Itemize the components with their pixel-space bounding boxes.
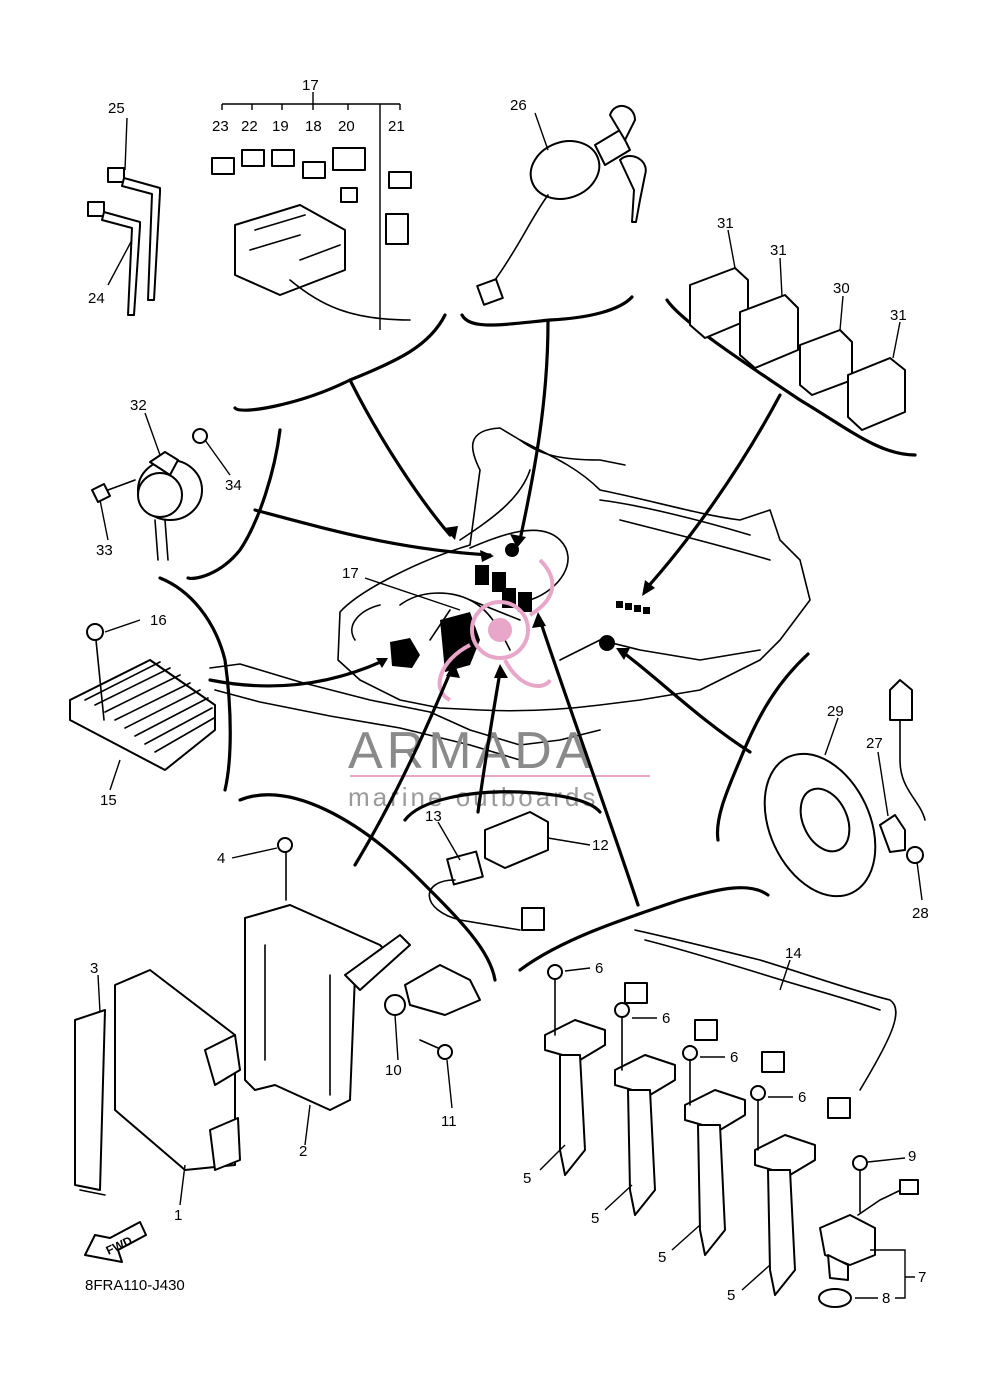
- relays: [689, 229, 906, 431]
- fuse-box-group: [211, 92, 412, 330]
- label-6-c: 6: [730, 1049, 738, 1066]
- label-17-center: 17: [342, 565, 359, 582]
- ecu-group: [74, 837, 481, 1206]
- pickup-rotor-sensor: [763, 679, 926, 901]
- fwd-arrow-icon: FWD: [84, 1221, 147, 1263]
- label-1: 1: [174, 1207, 182, 1224]
- label-4: 4: [217, 850, 225, 867]
- label-16: 16: [150, 612, 167, 629]
- label-22: 22: [241, 118, 258, 135]
- label-29: 29: [827, 703, 844, 720]
- cable-ties: [87, 117, 161, 316]
- label-31-right: 31: [890, 307, 907, 324]
- leader-lines: [208, 320, 782, 907]
- watermark-brand: ARMADA: [348, 722, 594, 780]
- label-6-a: 6: [595, 960, 603, 977]
- label-6-b: 6: [662, 1010, 670, 1027]
- ignition-coils: [539, 929, 897, 1296]
- label-14: 14: [785, 945, 802, 962]
- pressure-sensor: [428, 811, 591, 931]
- label-31-mid: 31: [770, 242, 787, 259]
- label-24: 24: [88, 290, 105, 307]
- label-25: 25: [108, 100, 125, 117]
- label-18: 18: [305, 118, 322, 135]
- label-20: 20: [338, 118, 355, 135]
- label-12: 12: [592, 837, 609, 854]
- label-34: 34: [225, 477, 242, 494]
- label-30: 30: [833, 280, 850, 297]
- label-26: 26: [510, 97, 527, 114]
- watercraft-hull-outline: [209, 427, 811, 761]
- label-21: 21: [388, 118, 405, 135]
- label-32: 32: [130, 397, 147, 414]
- label-7: 7: [918, 1269, 926, 1286]
- crank-sensor: [818, 1155, 919, 1308]
- leader-17-center: [364, 577, 461, 611]
- label-31-left: 31: [717, 215, 734, 232]
- label-6-d: 6: [798, 1089, 806, 1106]
- label-5-d: 5: [727, 1287, 735, 1304]
- buzzer: [91, 412, 231, 561]
- watermark: ARMADA marine outboards: [348, 558, 650, 812]
- label-9: 9: [908, 1148, 916, 1165]
- label-3: 3: [90, 960, 98, 977]
- label-28: 28: [912, 905, 929, 922]
- central-wiring-harness: [390, 469, 650, 672]
- label-2: 2: [299, 1143, 307, 1160]
- label-17-top: 17: [302, 77, 319, 94]
- label-10: 10: [385, 1062, 402, 1079]
- rectifier-regulator: [69, 619, 216, 791]
- label-5-c: 5: [658, 1249, 666, 1266]
- label-11: 11: [441, 1113, 457, 1130]
- diagram-code: 8FRA110-J430: [85, 1277, 185, 1294]
- label-33: 33: [96, 542, 113, 559]
- label-19: 19: [272, 118, 289, 135]
- label-5-a: 5: [523, 1170, 531, 1187]
- label-15: 15: [100, 792, 117, 809]
- label-5-b: 5: [591, 1210, 599, 1227]
- label-8: 8: [882, 1290, 890, 1307]
- label-23: 23: [212, 118, 229, 135]
- label-13: 13: [425, 808, 442, 825]
- label-27: 27: [866, 735, 883, 752]
- main-switch: [476, 105, 647, 306]
